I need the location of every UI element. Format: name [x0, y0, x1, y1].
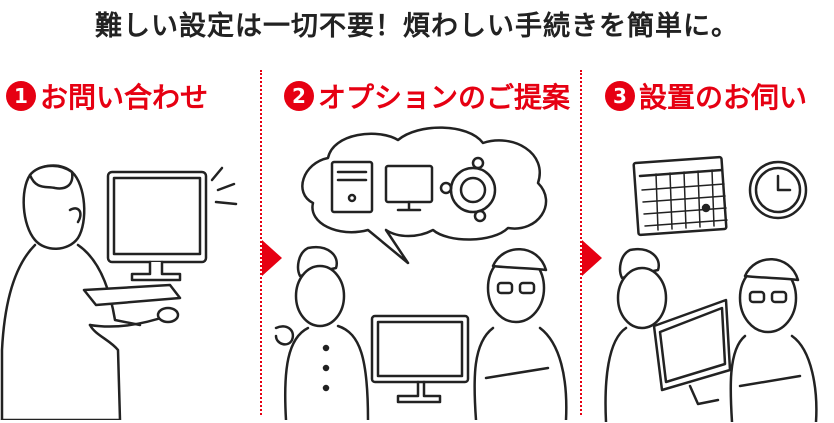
- arrow-right-icon: [582, 240, 602, 276]
- step-number-badge: 1: [6, 81, 36, 111]
- pc-tower-icon: [332, 162, 372, 212]
- step-label: オプションのご提案: [318, 81, 571, 114]
- step-title-proposal: 2 オプションのご提案: [284, 76, 570, 116]
- clock-icon: [750, 162, 806, 218]
- step-number-badge: 2: [284, 81, 314, 111]
- step-divider: [260, 70, 262, 415]
- illustration-installation: [590, 150, 834, 422]
- illustration-person-at-computer: [0, 150, 255, 420]
- staff-person-left: [276, 247, 368, 420]
- step-divider: [580, 70, 582, 415]
- calendar-icon: [634, 157, 727, 235]
- page-headline: 難しい設定は一切不要！煩わしい手続きを簡単に。: [95, 11, 739, 42]
- installer-person-left: [606, 249, 684, 422]
- monitor-icon: [654, 300, 730, 404]
- installer-person-right: [731, 259, 817, 422]
- ringing-lines-icon: [212, 168, 236, 204]
- step-number-badge: 3: [605, 81, 635, 111]
- staff-person-right: [475, 249, 567, 420]
- illustration-proposal: [268, 118, 580, 420]
- gear-icon: [441, 158, 495, 221]
- keyboard-icon: [84, 285, 180, 305]
- monitor-icon: [386, 166, 432, 210]
- step-title-installation: 3 設置のお伺い: [605, 76, 807, 116]
- monitor-icon: [108, 172, 206, 280]
- arrow-right-icon: [262, 240, 282, 276]
- step-title-inquiry: 1 お問い合わせ: [6, 76, 208, 116]
- step-label: お問い合わせ: [40, 81, 209, 114]
- step-label: 設置のお伺い: [639, 81, 808, 114]
- monitor-icon: [372, 316, 468, 402]
- person-figure: [2, 166, 178, 420]
